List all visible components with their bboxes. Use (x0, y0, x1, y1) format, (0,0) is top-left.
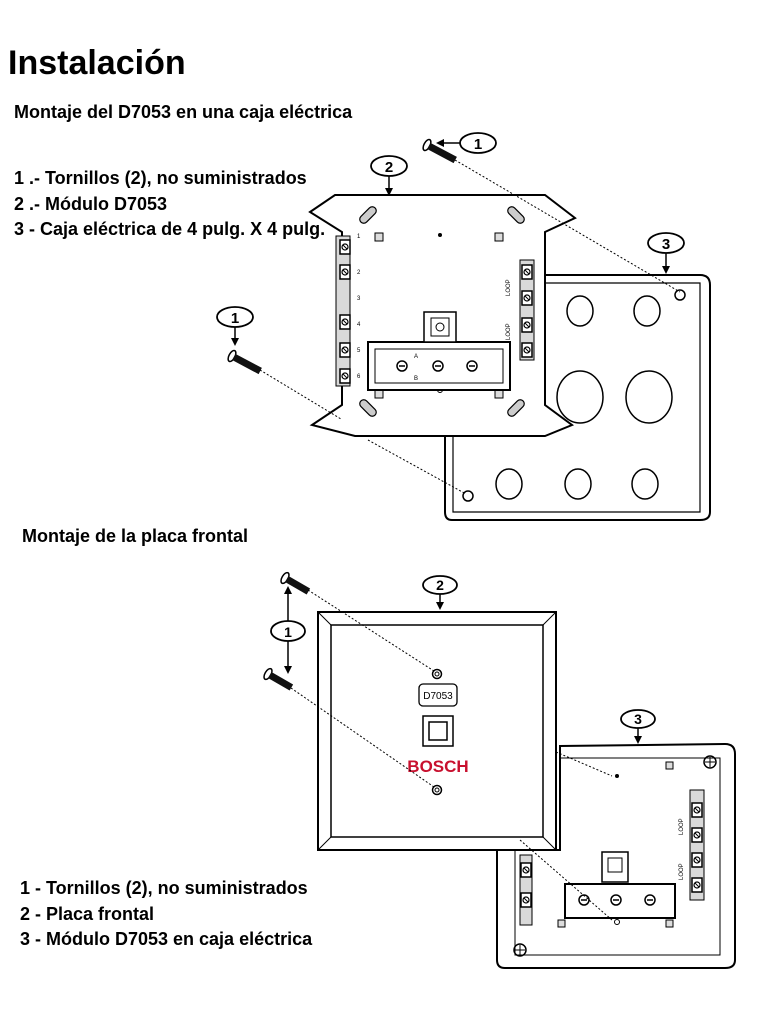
switch-letter: B (414, 376, 418, 382)
svg-text:1: 1 (284, 624, 292, 640)
section2-heading: Montaje de la placa frontal (22, 526, 249, 546)
terminal-number: 6 (357, 374, 361, 380)
legend-item: 2 - Placa frontal (20, 903, 155, 924)
legend-item: 1 .- Tornillos (2), no suministrados (14, 168, 307, 188)
plate-label-box (418, 683, 458, 707)
svg-text:3: 3 (662, 236, 670, 253)
svg-text:2: 2 (436, 577, 444, 593)
callout-2: 2 (370, 155, 408, 196)
guide-line (519, 839, 613, 921)
box-screw-hole (674, 289, 686, 301)
terminal-number: 5 (357, 348, 361, 354)
callout-1-faceplate: 1 (270, 586, 306, 674)
callout-1-top: 1 (436, 132, 497, 154)
knockout (566, 295, 594, 327)
terminal-number: 2 (357, 270, 361, 276)
knockout (495, 468, 523, 500)
legend-item: 2 .- Módulo D7053 (14, 193, 168, 214)
svg-text:2: 2 (385, 159, 393, 176)
svg-text:1: 1 (231, 310, 239, 327)
guide-line (259, 369, 342, 420)
screw-upper (280, 571, 311, 595)
faceplate-screw-hole (431, 784, 443, 796)
switch-letter: A (414, 354, 418, 360)
callout-1-bottom: 1 (216, 306, 254, 346)
module-in-box (496, 742, 736, 969)
knockout (633, 295, 661, 327)
terminal-number: 3 (357, 296, 361, 302)
screw-top (422, 138, 457, 164)
legend-item: 3 - Caja eléctrica de 4 pulg. X 4 pulg. (14, 219, 326, 239)
knockout (556, 370, 604, 424)
knockout (564, 468, 592, 500)
svg-text:3: 3 (634, 711, 642, 727)
section2-legend: 1 - Tornillos (2), no suministrados 2 - … (20, 876, 312, 953)
callout-3-faceplate: 3 (620, 709, 656, 744)
guide-line (367, 439, 467, 495)
section1-legend: 1 .- Tornillos (2), no suministrados 2 .… (14, 166, 325, 243)
screw-lower (263, 667, 294, 691)
callout-2-faceplate: 2 (422, 575, 458, 610)
guide-line (307, 589, 435, 672)
box-screw-hole (462, 490, 474, 502)
terminal-numbers: 1 2 3 4 5 6 (357, 234, 361, 380)
callout-3: 3 (647, 232, 685, 274)
legend-item: 1 - Tornillos (2), no suministrados (20, 878, 308, 898)
faceplate: D7053 BOSCH (317, 611, 557, 851)
guide-line (290, 687, 435, 788)
svg-text:1: 1 (474, 136, 482, 153)
screw-bottom (227, 349, 262, 375)
loop-label: LOOP (506, 323, 512, 340)
loop-label: LOOP (679, 863, 685, 880)
loop-label: LOOP (679, 818, 685, 835)
terminal-number: 4 (357, 322, 361, 328)
faceplate-screw-hole (431, 668, 443, 680)
loop-label: LOOP (506, 279, 512, 296)
knockout (625, 370, 673, 424)
page-title: Instalación (8, 44, 186, 82)
section1-heading: Montaje del D7053 en una caja eléctrica (14, 102, 353, 122)
terminal-number: 1 (357, 234, 361, 240)
d7053-module (308, 194, 577, 437)
plate-label: D7053 (423, 691, 453, 702)
knockout (631, 468, 659, 500)
brand-logo: BOSCH (407, 757, 468, 776)
guide-line (454, 159, 681, 293)
legend-item: 3 - Módulo D7053 en caja eléctrica (20, 929, 313, 949)
